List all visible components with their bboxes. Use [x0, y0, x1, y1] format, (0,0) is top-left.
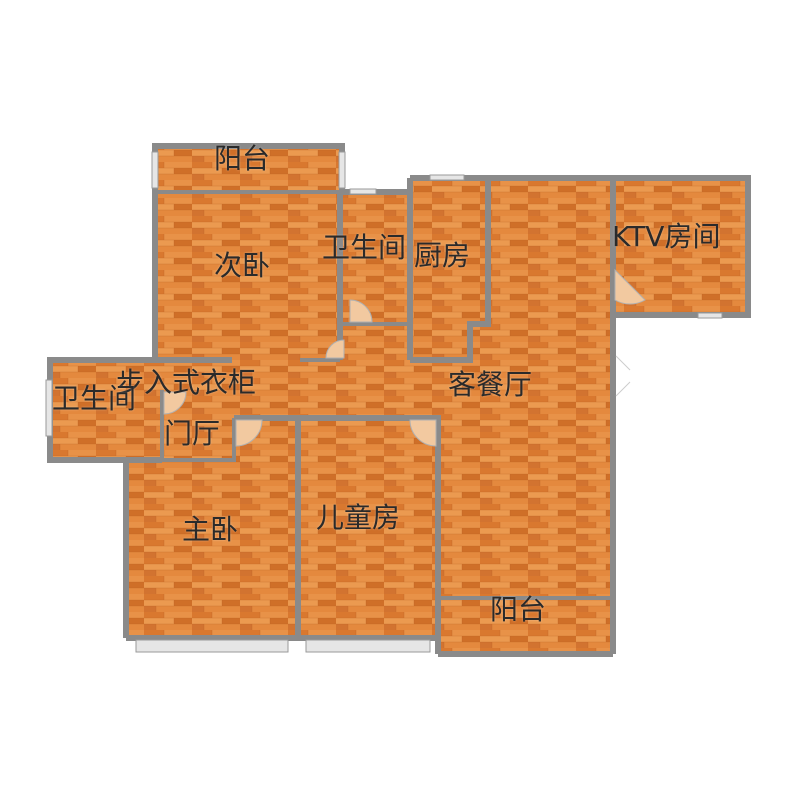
label-foyer: 门厅 [164, 417, 221, 450]
label-walk-in-closet: 步入式衣柜 [116, 366, 257, 399]
entry-opening [615, 355, 631, 397]
label-balcony-bottom: 阳台 [490, 593, 547, 626]
door-second-bedroom [325, 339, 345, 359]
floor-living-dining [488, 178, 613, 598]
floor-living-lower [438, 360, 488, 598]
door-kids-room [409, 419, 437, 447]
floor-kids-room [298, 418, 438, 638]
label-kids-room: 儿童房 [316, 501, 401, 534]
floor-balcony-top [155, 146, 342, 192]
window-left-bath [45, 379, 53, 437]
label-second-bedroom: 次卧 [214, 249, 271, 282]
window-kids-room [305, 639, 431, 653]
label-master-bedroom: 主卧 [182, 513, 239, 546]
door-bathroom-top [349, 299, 373, 323]
door-left-bath [163, 391, 187, 415]
label-bathroom-left: 卫生间 [52, 382, 137, 415]
window-bath-top [349, 188, 377, 195]
doors [163, 268, 646, 447]
label-kitchen: 厨房 [414, 239, 471, 272]
label-balcony-top: 阳台 [214, 142, 271, 175]
label-ktv-room: KTV房间 [612, 220, 721, 253]
floor-balcony-bottom [438, 598, 613, 654]
door-master-bedroom [235, 419, 263, 447]
window-balcony-top-right [338, 151, 346, 189]
label-living-dining: 客餐厅 [448, 368, 533, 401]
window-ktv [697, 312, 723, 319]
floor-master-bedroom [126, 418, 298, 638]
label-bathroom-top: 卫生间 [322, 231, 407, 264]
window-balcony-top [151, 151, 159, 189]
windows [45, 151, 723, 653]
floor-areas [50, 146, 748, 654]
walls [47, 143, 751, 657]
window-kitchen [429, 174, 465, 181]
window-master-bedroom [135, 639, 289, 653]
door-ktv [614, 268, 646, 305]
